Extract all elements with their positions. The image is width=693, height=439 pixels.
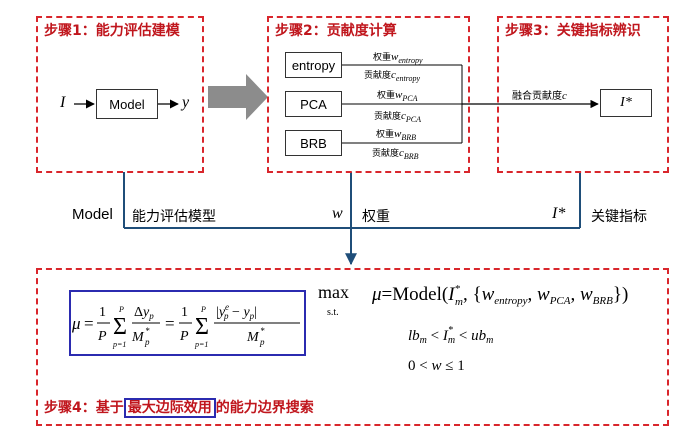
step1-box [36,16,204,173]
fusion-label: 融合贡献度c [512,90,567,102]
svg-text:0 < w ≤ 1: 0 < w ≤ 1 [408,358,465,374]
connector-weight-desc: 权重 [362,209,390,225]
svg-text:*: * [145,326,150,336]
svg-text:Σ: Σ [113,314,127,340]
contrib-pca: 贡献度cPCA [374,110,422,124]
svg-text:μ=Model(I*m, {wentropy, wPCA,: μ=Model(I*m, {wentropy, wPCA, wBRB}) [371,283,628,308]
connector-model-label: Model [72,206,113,223]
key-indicator-node: I* [600,89,652,117]
connector-weight-symbol: w [332,205,343,222]
connector-key-symbol: I* [552,205,566,222]
svg-text:p=1: p=1 [112,340,126,349]
svg-text:P: P [118,305,124,314]
svg-text:|yep − yp|: |yep − yp| [216,302,257,321]
big-arrow [208,74,268,120]
input-symbol: I [60,94,66,111]
svg-text:P: P [200,305,206,314]
svg-text:p: p [259,337,265,347]
svg-text:1: 1 [181,305,188,320]
max-label: max [318,282,349,302]
contrib-entropy: 贡献度centropy [364,69,421,83]
weight-brb: 权重wBRB [376,128,417,142]
step3-title: 步骤3：关键指标辨识 [505,23,641,39]
weight-entropy: 权重wentropy [373,51,423,65]
svg-text:p=1: p=1 [194,340,208,349]
st-label: s.t. [327,307,339,318]
step2-title: 步骤2：贡献度计算 [275,23,397,39]
svg-text:Σ: Σ [195,314,209,340]
connector-key-desc: 关键指标 [591,209,647,225]
step4-title: 步骤4：基于最大边际效用的能力边界搜索 [44,398,314,418]
svg-text:=: = [165,314,175,333]
svg-text:P: P [97,329,107,344]
svg-text:P: P [179,329,189,344]
method-entropy: entropy [285,52,342,78]
model-node: Model [96,89,158,119]
svg-text:=: = [84,314,94,333]
svg-text:M: M [246,330,260,345]
svg-text:M: M [131,330,145,345]
svg-text:μ: μ [72,314,81,333]
step3-box [497,16,669,173]
step1-title: 步骤1：能力评估建模 [44,23,180,39]
contrib-brb: 贡献度cBRB [372,147,419,161]
svg-text:*: * [260,326,265,336]
step2-box [267,16,470,173]
method-pca: PCA [285,91,342,117]
utility-formula-box [69,290,306,356]
svg-text:lbm < I*m < ubm: lbm < I*m < ubm [408,325,493,346]
step4-box [36,268,669,426]
connector-model-desc: 能力评估模型 [132,209,216,225]
utility-formula: μ = 1 P Σ P p=1 Δyp M * p = 1 P Σ P p=1 … [72,302,300,349]
method-brb: BRB [285,130,342,156]
highlight-box: 最大边际效用 [123,398,216,418]
svg-text:Δyp: Δyp [134,305,154,321]
optimization-model: μ=Model(I*m, {wentropy, wPCA, wBRB}) lbm… [371,283,628,374]
output-symbol: y [182,94,190,111]
weight-pca: 权重wPCA [377,89,418,103]
svg-text:p: p [144,337,150,347]
svg-text:1: 1 [99,305,106,320]
